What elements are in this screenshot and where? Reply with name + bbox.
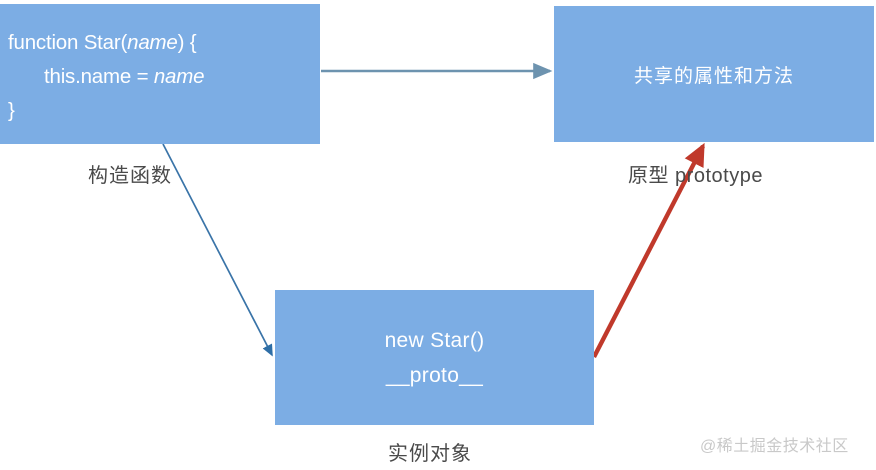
constructor-code-line-1: function Star(name) { xyxy=(8,26,320,60)
arrow-constructor-to-instance xyxy=(162,143,273,357)
constructor-code-line-3: } xyxy=(8,99,15,122)
caption-instance: 实例对象 xyxy=(388,443,472,465)
watermark: @稀土掘金技术社区 xyxy=(700,438,849,455)
constructor-function-box[interactable]: function Star(name) { this.name = name } xyxy=(0,4,320,144)
caption-constructor: 构造函数 xyxy=(88,165,172,187)
code-text-assignment-prefix: this.name = xyxy=(44,65,154,88)
instance-object-box[interactable]: new Star() __proto__ xyxy=(275,290,594,425)
code-text-function-prefix: function Star( xyxy=(8,31,128,54)
prototype-box-label: 共享的属性和方法 xyxy=(633,65,794,87)
code-param-name-italic: name xyxy=(127,31,178,54)
instance-box-label-new-star: new Star() xyxy=(384,328,485,352)
constructor-code-line-2: this.name = name xyxy=(8,60,320,94)
instance-box-label-proto: __proto__ xyxy=(385,363,484,387)
prototype-box[interactable]: 共享的属性和方法 xyxy=(554,6,874,142)
code-text-function-suffix: ) { xyxy=(177,31,197,54)
caption-prototype: 原型 prototype xyxy=(628,165,763,187)
code-value-name-italic: name xyxy=(153,65,205,88)
